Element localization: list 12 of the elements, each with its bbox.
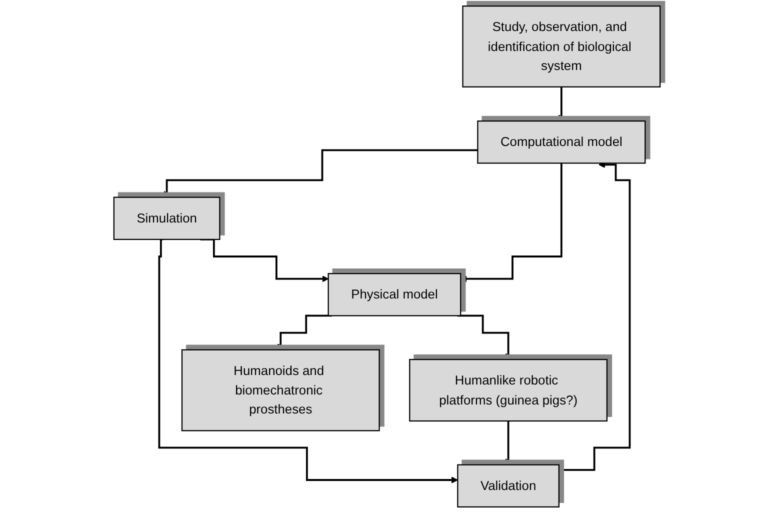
node-box: Study, observation, and identification of biological system: [462, 6, 661, 88]
arrow: [460, 162, 562, 282]
arrow: [163, 149, 478, 198]
arrow: [504, 420, 512, 466]
node-box: Humanlike robotic platforms (guinea pigs?): [409, 358, 608, 422]
node-box: Computational model: [477, 120, 646, 164]
arrow: [558, 86, 565, 122]
node-box: Validation: [457, 464, 560, 508]
node-box: Simulation: [113, 196, 220, 240]
arrow: [158, 238, 458, 484]
node-box: Physical model: [328, 273, 462, 316]
node-box: Humanoids and biomechatronic prostheses: [181, 349, 380, 432]
